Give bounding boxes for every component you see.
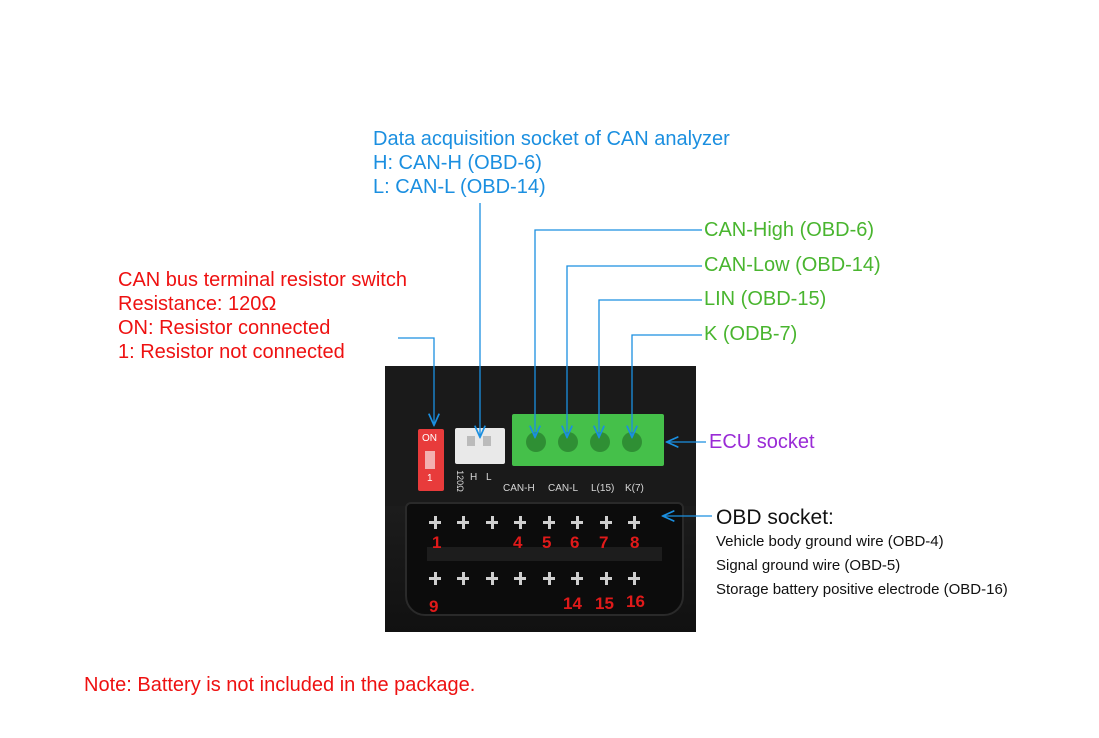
obd-pin-mark-stem: [633, 572, 636, 585]
pin-number-5: 5: [542, 533, 552, 552]
dip-switch: ON 1: [418, 429, 444, 491]
pin-number-1: 1: [432, 533, 442, 552]
pin-number-7: 7: [599, 533, 609, 552]
obd-socket-slot: [427, 547, 662, 561]
obd-pin-mark-stem: [491, 516, 494, 529]
pin-label-can-high: CAN-High (OBD-6): [704, 219, 875, 241]
ecu-socket-label: ECU socket: [709, 431, 815, 453]
term-label-k: K(7): [625, 483, 644, 494]
obd-pin-mark-stem: [434, 516, 437, 529]
hl-connector-pin-l: [483, 436, 491, 446]
obd-battery-line: Storage battery positive electrode (OBD-…: [716, 581, 1008, 598]
resistor-switch-title: CAN bus terminal resistor switch: [118, 269, 407, 291]
resistor-resistance-line: Resistance: 120Ω: [118, 293, 277, 315]
pin-number-16: 16: [626, 592, 645, 611]
pin-label-lin: LIN (OBD-15): [704, 288, 827, 310]
line-can-low: [567, 265, 702, 436]
pin-label-k: K (ODB-7): [704, 323, 798, 345]
obd-pin-mark-stem: [548, 516, 551, 529]
line-can-high: [535, 229, 702, 436]
ecu-terminal-block: [512, 414, 664, 466]
obd-pin-mark-stem: [519, 572, 522, 585]
dip-switch-one-label: 1: [427, 473, 433, 484]
term-label-can-h: CAN-H: [503, 483, 535, 494]
pin-label-can-low: CAN-Low (OBD-14): [704, 254, 881, 276]
hl-l-label: L: [486, 472, 492, 483]
obd-pin-mark-stem: [605, 516, 608, 529]
resistor-on-line: ON: Resistor connected: [118, 317, 331, 339]
can-analyzer-l-line: L: CAN-L (OBD-14): [373, 176, 546, 198]
obd-pin-mark-stem: [548, 572, 551, 585]
pin-number-15: 15: [595, 594, 614, 613]
obd-pin-mark-stem: [519, 516, 522, 529]
obd-pin-mark-stem: [491, 572, 494, 585]
obd-pin-mark-stem: [462, 572, 465, 585]
obd-ground-line: Vehicle body ground wire (OBD-4): [716, 533, 944, 550]
pin-number-8: 8: [630, 533, 640, 552]
line-resistor-switch: [398, 337, 434, 424]
pin-number-14: 14: [563, 594, 582, 613]
obd-pin-mark-stem: [633, 516, 636, 529]
obd-signal-ground-line: Signal ground wire (OBD-5): [716, 557, 901, 574]
obd-pin-mark-stem: [462, 516, 465, 529]
obd-pin-mark-stem: [576, 516, 579, 529]
hl-connector-pin-h: [467, 436, 475, 446]
term-label-can-l: CAN-L: [548, 483, 579, 494]
obd-pin-mark-stem: [605, 572, 608, 585]
pin-number-9: 9: [429, 597, 439, 616]
can-analyzer-h-line: H: CAN-H (OBD-6): [373, 152, 542, 174]
obd-socket-title: OBD socket:: [716, 506, 834, 529]
can-analyzer-title: Data acquisition socket of CAN analyzer: [373, 128, 730, 150]
obd-pin-mark-stem: [434, 572, 437, 585]
pin-number-4: 4: [513, 533, 523, 552]
device-photo: ON 1 120Ω H L CAN-H CAN-L L(15) K(7) 1 4…: [385, 366, 696, 632]
dip-switch-lever: [425, 451, 435, 469]
obd-pin-mark-stem: [576, 572, 579, 585]
pin-number-6: 6: [570, 533, 580, 552]
term-label-lin: L(15): [591, 483, 615, 494]
dip-switch-on-label: ON: [422, 433, 437, 444]
line-lin: [599, 299, 702, 436]
battery-note: Note: Battery is not included in the pac…: [84, 674, 476, 696]
resistor-off-line: 1: Resistor not connected: [118, 341, 345, 363]
line-k: [632, 334, 702, 436]
hl-h-label: H: [470, 472, 478, 483]
